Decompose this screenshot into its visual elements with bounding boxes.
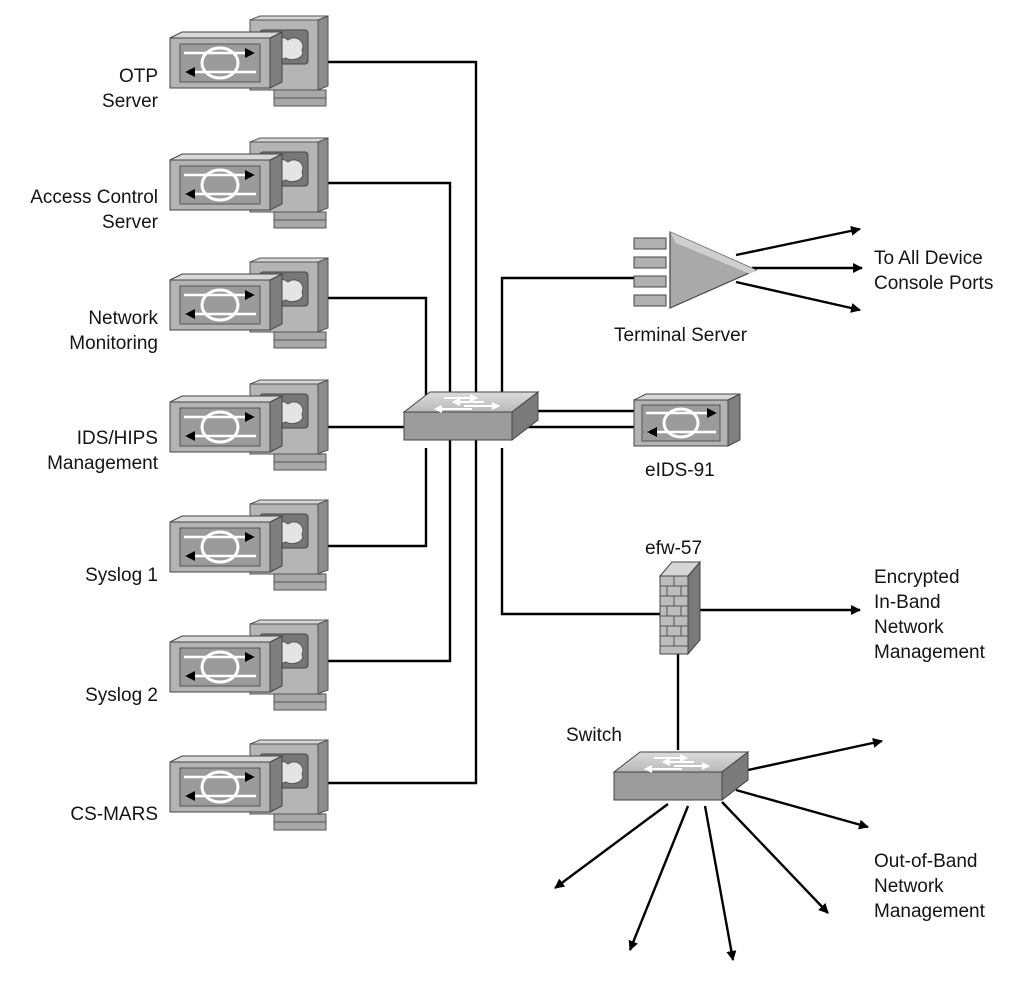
- arrow-icon: [721, 801, 829, 914]
- firewall-icon[interactable]: [658, 560, 702, 656]
- arrow-icon: [735, 280, 861, 313]
- server-label-otp: OTP Server: [102, 66, 158, 112]
- arrow-icon: [747, 738, 883, 772]
- server-icon[interactable]: [170, 500, 328, 590]
- ids-sensor-icon[interactable]: [633, 393, 741, 447]
- server-label-syslog1: Syslog 1: [85, 565, 158, 586]
- server-label-syslog2: Syslog 2: [85, 685, 158, 706]
- firewall-label: efw-57: [645, 538, 703, 559]
- arrows: [554, 225, 883, 961]
- switch-label: Switch: [566, 725, 622, 746]
- arrow-icon: [735, 788, 869, 830]
- server-icon[interactable]: [170, 16, 328, 106]
- link-syslog1: [320, 448, 428, 548]
- connection-lines: [320, 60, 680, 785]
- server-icon[interactable]: [170, 620, 328, 710]
- server-label-ids-hips: IDS/HIPS Management: [47, 428, 158, 474]
- link-otp: [320, 60, 478, 448]
- in-band-management-label: Encrypted In-Band Network Management: [874, 567, 985, 663]
- server-label-cs-mars: CS-MARS: [70, 804, 158, 825]
- server-icon[interactable]: [170, 138, 328, 228]
- arrow-icon: [735, 225, 861, 257]
- arrow-icon: [703, 805, 737, 961]
- link-acs: [320, 181, 452, 448]
- arrow-icon: [628, 805, 690, 951]
- server-label-network-monitoring: Network Monitoring: [69, 308, 158, 354]
- server-label-acs: Access Control Server: [30, 187, 158, 233]
- server-icon[interactable]: [170, 380, 328, 470]
- arrow-icon: [554, 803, 669, 889]
- link-cs-mars: [320, 448, 478, 785]
- server-group: [170, 16, 328, 830]
- link-terminal-server: [500, 276, 634, 400]
- terminal-server-label: Terminal Server: [614, 325, 748, 346]
- eids-label: eIDS-91: [645, 460, 715, 481]
- switch-icon[interactable]: [403, 391, 539, 441]
- server-icon[interactable]: [170, 258, 328, 348]
- terminal-server-icon[interactable]: [633, 231, 758, 309]
- server-icon[interactable]: [170, 740, 328, 830]
- link-syslog2: [320, 448, 452, 663]
- out-of-band-management-label: Out-of-Band Network Management: [874, 851, 985, 922]
- switch-icon[interactable]: [613, 751, 749, 801]
- console-ports-label: To All Device Console Ports: [874, 248, 994, 294]
- link-netmon: [320, 296, 428, 408]
- link-firewall: [500, 448, 660, 616]
